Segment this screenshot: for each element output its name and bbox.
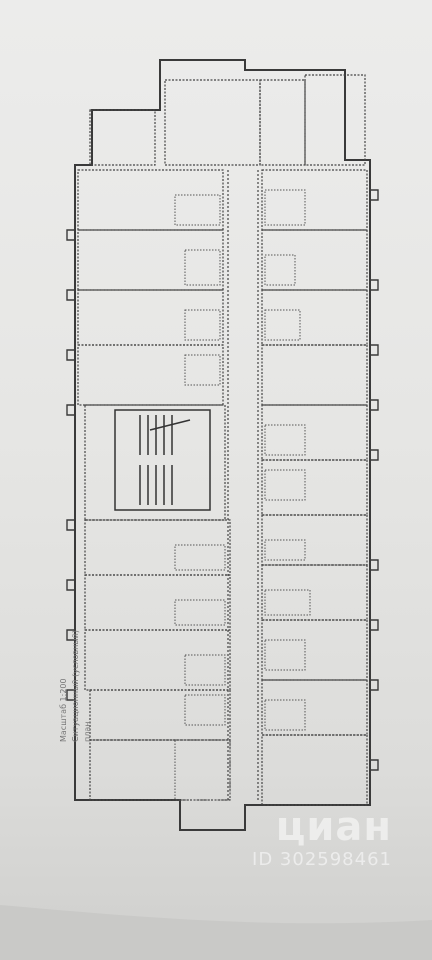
plan-caption: Масштаб 1:200 Ситуационный (условный) пл… <box>58 622 138 742</box>
corridor <box>227 170 259 800</box>
inner-partitions <box>174 189 311 801</box>
paper-edge <box>0 905 432 960</box>
stairwell <box>114 409 211 511</box>
note-label: Ситуационный (условный) план <box>71 630 92 742</box>
watermark-brand: циан <box>275 804 392 850</box>
left-rooms <box>77 169 231 801</box>
top-rooms <box>89 74 366 166</box>
window-marks <box>66 189 379 771</box>
right-rooms <box>261 169 368 806</box>
watermark: циан ID 302598461 <box>252 805 392 870</box>
watermark-id: ID 302598461 <box>252 849 392 870</box>
scale-label: Масштаб 1:200 <box>59 678 68 742</box>
